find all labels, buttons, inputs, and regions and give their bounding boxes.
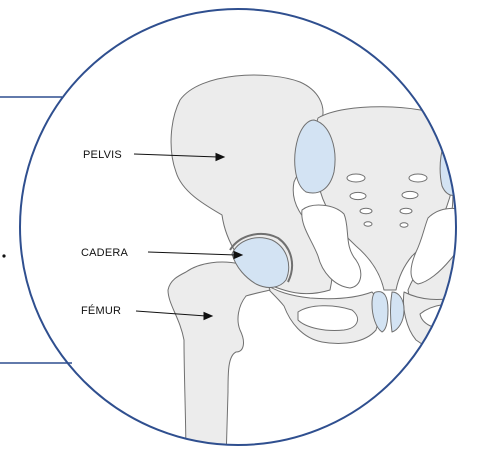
hip-pointer-line xyxy=(148,252,236,255)
anatomy-group xyxy=(168,75,478,461)
hip-label: CADERA xyxy=(81,247,129,259)
pubic-symphysis-right xyxy=(391,292,405,332)
femur xyxy=(168,262,270,461)
pelvis-label: PELVIS xyxy=(83,149,122,161)
right-sacroiliac-joint xyxy=(440,128,467,195)
femur-label: FÉMUR xyxy=(81,304,121,317)
bullet-dot xyxy=(2,254,5,257)
right-ischium xyxy=(404,292,478,360)
